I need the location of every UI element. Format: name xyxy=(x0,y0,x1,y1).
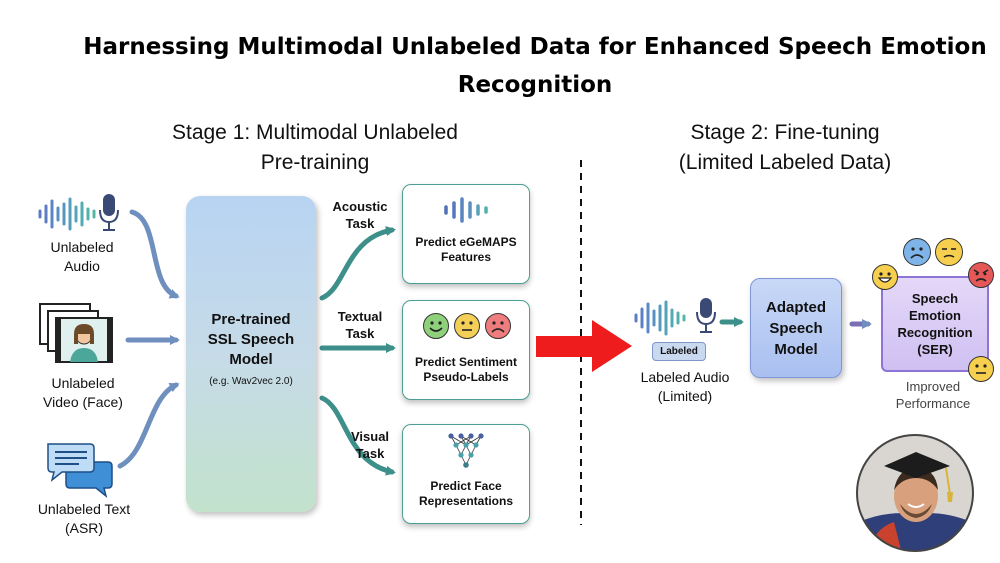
input-video-line1: Unlabeled xyxy=(51,375,115,391)
ssl-model-line1: Pre-trained xyxy=(211,311,291,328)
sad-face-icon xyxy=(903,238,931,266)
input-video-line2: Video (Face) xyxy=(43,394,123,410)
waveform-icon xyxy=(444,197,488,223)
improved-performance-label: Improved Performance xyxy=(870,378,996,412)
textual-box-line2: Pseudo-Labels xyxy=(423,370,509,384)
stage1-heading-line2: Pre-training xyxy=(260,151,370,174)
improved-line2: Performance xyxy=(895,396,971,411)
input-video-label: Unlabeled Video (Face) xyxy=(18,374,148,412)
stage1-heading-line1: Stage 1: Multimodal Unlabeled xyxy=(171,121,458,144)
neutral-face-icon xyxy=(454,313,480,339)
input-audio-line2: Audio xyxy=(64,258,100,274)
input-text-label: Unlabeled Text (ASR) xyxy=(14,500,154,538)
arrow-audio-to-ssl xyxy=(129,209,180,299)
adapted-speech-model: Adapted Speech Model xyxy=(750,278,842,378)
stage2-heading: Stage 2: Fine-tuning (Limited Labeled Da… xyxy=(640,118,930,178)
stage1-heading: Stage 1: Multimodal Unlabeled Pre-traini… xyxy=(130,118,500,178)
labeled-audio-line1: Labeled Audio xyxy=(640,369,730,385)
acoustic-task-line2: Task xyxy=(345,216,375,231)
improved-line1: Improved xyxy=(905,379,961,394)
ser-line2: Emotion xyxy=(909,308,961,323)
textual-box-line1: Predict Sentiment xyxy=(414,355,518,369)
visual-box-line1: Predict Face xyxy=(430,479,502,493)
ssl-model-line2: SSL Speech xyxy=(207,331,295,348)
arrow-text-to-ssl xyxy=(117,382,180,469)
ser-line1: Speech xyxy=(911,291,959,306)
waveform-icon xyxy=(38,197,96,231)
ser-text: Speech Emotion Recognition (SER) xyxy=(883,290,987,358)
textual-task-line2: Task xyxy=(345,326,375,341)
visual-task-line2: Task xyxy=(355,446,385,461)
microphone-icon xyxy=(696,298,716,333)
acoustic-box-text: Predict eGeMAPS Features xyxy=(403,235,529,265)
transfer-arrow xyxy=(536,320,632,372)
neural-network-icon xyxy=(448,433,484,468)
ser-line3: Recognition xyxy=(897,325,973,340)
acoustic-task-line1: Acoustic xyxy=(332,199,388,214)
arrow-ssl-to-acoustic xyxy=(319,226,396,301)
labeled-badge: Labeled xyxy=(652,342,706,361)
input-text-line2: (ASR) xyxy=(64,520,104,536)
chat-bubbles-icon xyxy=(47,443,113,498)
presenter-photo xyxy=(856,434,974,552)
acoustic-task-label: Acoustic Task xyxy=(322,198,398,232)
stage2-heading-line1: Stage 2: Fine-tuning xyxy=(690,121,880,144)
ssl-model-title: Pre-trained SSL Speech Model xyxy=(186,310,316,370)
acoustic-box-line2: Features xyxy=(440,250,492,264)
visual-task-label: Visual Task xyxy=(332,428,408,462)
video-frames-icon xyxy=(39,303,113,363)
input-text-line1: Unlabeled Text xyxy=(37,501,131,517)
labeled-audio-line2: (Limited) xyxy=(657,388,713,404)
input-audio-label: Unlabeled Audio xyxy=(22,238,142,276)
visual-task-box: Predict Face Representations xyxy=(402,424,530,524)
textual-task-label: Textual Task xyxy=(322,308,398,342)
happy-face-icon xyxy=(872,264,898,290)
visual-task-line1: Visual xyxy=(350,429,390,444)
acoustic-box-line1: Predict eGeMAPS xyxy=(415,235,517,249)
visual-box-line2: Representations xyxy=(418,494,514,508)
textual-task-line1: Textual xyxy=(337,309,383,324)
ser-line4: (SER) xyxy=(917,342,953,357)
acoustic-task-box: Predict eGeMAPS Features xyxy=(402,184,530,284)
happy-face-icon xyxy=(423,313,449,339)
ssl-model-line3: Model xyxy=(229,351,273,368)
ser-box: Speech Emotion Recognition (SER) xyxy=(881,276,989,372)
textual-task-box: Predict Sentiment Pseudo-Labels xyxy=(402,300,530,400)
adapted-model-line2: Speech xyxy=(769,320,823,337)
labeled-audio-label: Labeled Audio (Limited) xyxy=(620,368,750,406)
arrow-ssl-to-visual xyxy=(319,395,396,476)
diagram-title: Harnessing Multimodal Unlabeled Data for… xyxy=(83,34,987,98)
input-audio-line1: Unlabeled xyxy=(50,239,114,255)
sad-face-icon xyxy=(485,313,511,339)
textual-box-text: Predict Sentiment Pseudo-Labels xyxy=(403,355,529,385)
neutral-face-icon xyxy=(968,356,994,382)
neutral-face-icon xyxy=(935,238,963,266)
stage2-heading-line2: (Limited Labeled Data) xyxy=(678,151,892,174)
ssl-model-note: (e.g. Wav2vec 2.0) xyxy=(209,376,293,387)
waveform-icon xyxy=(634,300,686,336)
adapted-model-text: Adapted Speech Model xyxy=(751,297,841,360)
microphone-icon xyxy=(99,194,119,231)
adapted-model-line3: Model xyxy=(774,341,818,358)
angry-face-icon xyxy=(968,262,994,288)
ssl-speech-model: Pre-trained SSL Speech Model (e.g. Wav2v… xyxy=(186,196,316,512)
adapted-model-line1: Adapted xyxy=(766,299,826,316)
visual-box-text: Predict Face Representations xyxy=(403,479,529,509)
